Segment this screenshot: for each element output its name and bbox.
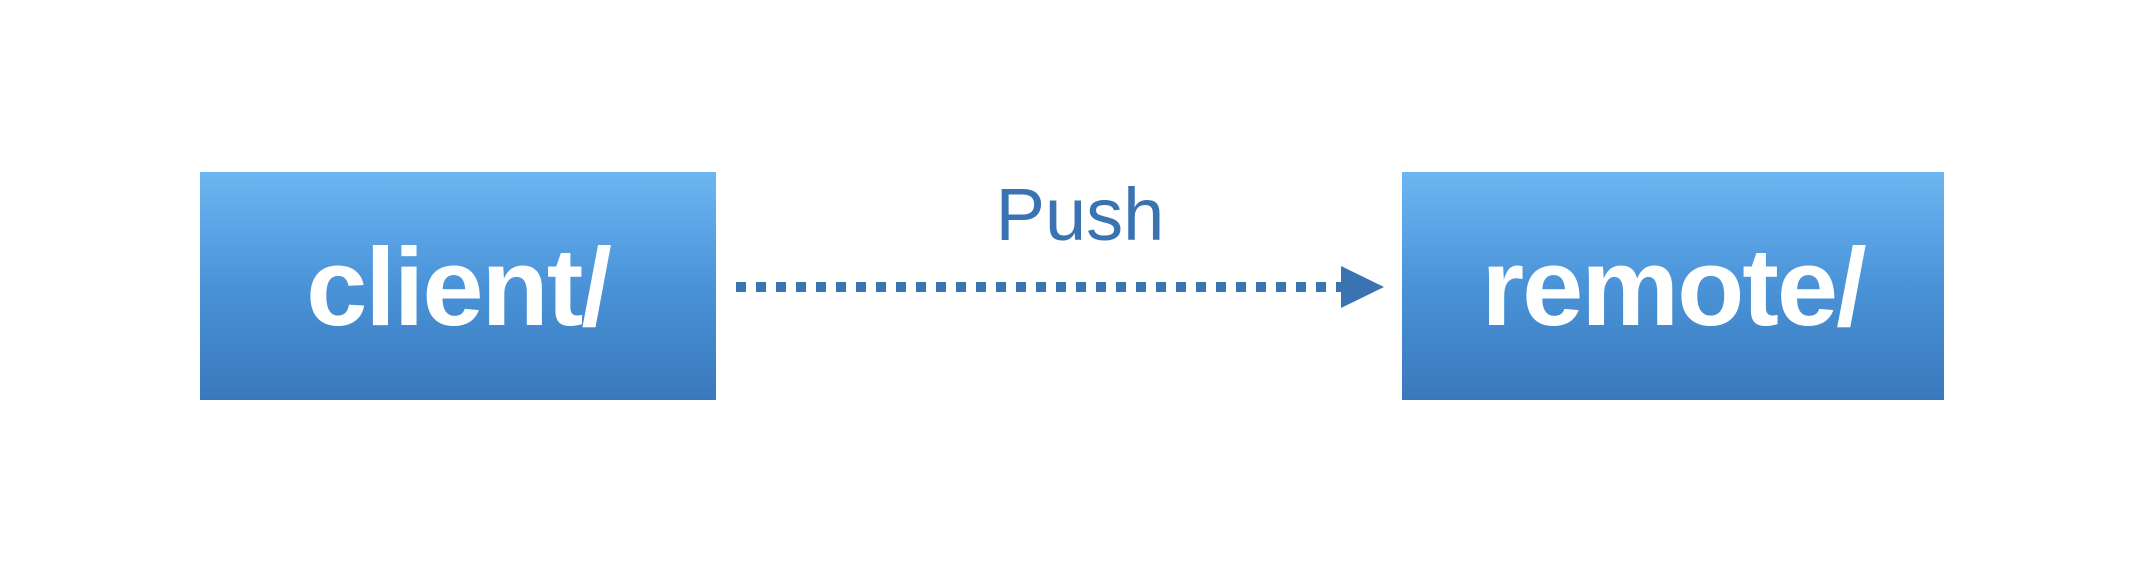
remote-node-label: remote/ [1481,226,1866,349]
remote-node: remote/ [1402,172,1944,400]
client-node-label: client/ [306,226,612,349]
push-edge-label: Push [995,173,1165,256]
push-arrowhead-icon [1341,266,1384,308]
client-node: client/ [200,172,716,400]
